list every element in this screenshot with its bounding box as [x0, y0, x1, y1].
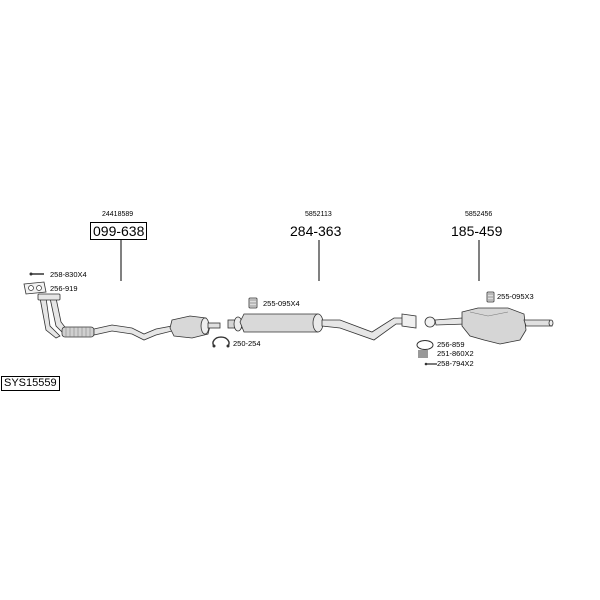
system-code-label: SYS15559: [1, 376, 60, 391]
front-pipe-with-catalyst: [37, 293, 221, 341]
part-number-middle[interactable]: 284-363: [290, 223, 342, 239]
bolt-rear-icon: [424, 362, 437, 366]
accessory-label-bolt-front[interactable]: 258-830X4: [50, 270, 87, 279]
middle-silencer: [227, 313, 417, 341]
accessory-label-ring-rear[interactable]: 256-859: [437, 340, 465, 349]
oe-number-rear: 5852456: [465, 211, 493, 218]
accessory-label-gasket-front[interactable]: 256-919: [50, 284, 78, 293]
rear-silencer: [424, 307, 554, 345]
clamp-mid-icon: [248, 297, 258, 309]
clamp-rear-icon: [486, 291, 495, 303]
accessory-label-clamp-rear[interactable]: 255-095X3: [497, 292, 534, 301]
part-number-front[interactable]: 099-638: [90, 222, 148, 240]
accessory-label-spring-rear[interactable]: 251-860X2: [437, 349, 474, 358]
ring-rear-icon: [416, 340, 434, 350]
accessory-label-clamp-mid[interactable]: 255-095X4: [263, 299, 300, 308]
gasket-front-icon: [23, 281, 47, 295]
bolt-front-icon: [29, 272, 44, 276]
spring-rear-icon: [418, 350, 428, 358]
oe-number-front: 24418589: [102, 211, 134, 218]
oe-number-middle: 5852113: [305, 211, 332, 218]
accessory-label-bolt-rear[interactable]: 258-794X2: [437, 359, 474, 368]
clamp-ring-icon: [212, 336, 230, 348]
accessory-label-clamp-ring[interactable]: 250-254: [233, 339, 261, 348]
part-number-rear[interactable]: 185-459: [451, 223, 503, 239]
